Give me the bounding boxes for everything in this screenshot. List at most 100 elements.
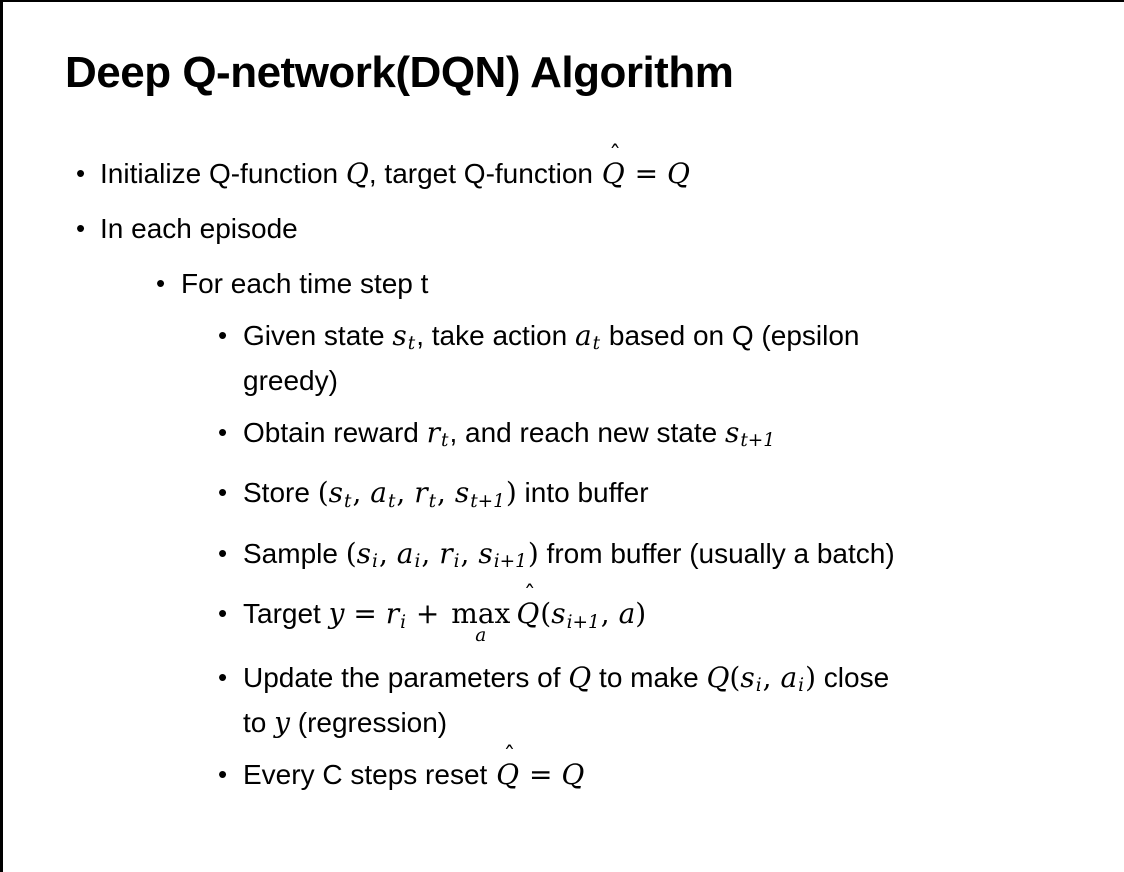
math-operator: , — [437, 476, 455, 510]
text-run: , take action — [416, 319, 575, 351]
hat-accent: ˆ — [503, 742, 516, 771]
hat-accent: ˆ — [609, 140, 622, 169]
math-subscript: t — [344, 490, 352, 512]
math-subscript: i — [400, 611, 407, 633]
bullet-item: •Store (st, at, rt, st+1) into buffer — [3, 474, 1124, 519]
math-operator: , — [421, 536, 440, 570]
math-operator: ( — [345, 536, 357, 570]
bullet-item: • Obtain reward rt, and reach new state s… — [3, 414, 1124, 459]
max-label: max — [451, 597, 511, 631]
bullet-marker: • — [76, 212, 86, 243]
math-operator: , — [352, 476, 371, 510]
math-var: Q — [568, 660, 592, 694]
hat-accent: ˆ — [523, 581, 536, 610]
math-subscript: i — [453, 551, 460, 573]
text-run: close — [816, 661, 890, 693]
bullet-marker: • — [218, 417, 228, 448]
text-run: Obtain reward — [243, 417, 427, 449]
text-run: Target — [243, 598, 329, 630]
math-var: a — [780, 660, 798, 694]
math-var: r — [439, 536, 453, 570]
math-var: a — [370, 476, 387, 510]
bullet-item: •Initialize Q-function Q, target Q-funct… — [3, 143, 1124, 192]
math-operator: ( — [540, 597, 552, 631]
math-var: s — [454, 476, 470, 510]
math-var: a — [618, 597, 636, 631]
math-var: Q — [516, 597, 540, 631]
bullet-marker: • — [218, 759, 228, 790]
math-subscript: t — [407, 333, 416, 355]
bullet-list: •Initialize Q-function Q, target Q-funct… — [3, 143, 1124, 794]
math-var: a — [574, 318, 592, 352]
text-run: For each time step t — [181, 267, 429, 299]
math-operator: ( — [317, 476, 329, 510]
math-operator: , — [378, 536, 397, 570]
math-var: Q — [706, 660, 730, 694]
math-var: Q — [496, 758, 520, 792]
bullet-marker: • — [218, 319, 228, 350]
math-operator: ) — [505, 476, 517, 510]
text-run: (regression) — [289, 707, 448, 739]
math-var: s — [551, 597, 566, 631]
math-operator: , — [396, 476, 415, 510]
math-operator: ) — [527, 536, 539, 570]
max-under-var: a — [475, 625, 487, 647]
math-operator: + — [407, 597, 449, 631]
bullet-marker: • — [218, 661, 228, 692]
bullet-item: • For each time step t — [3, 265, 1124, 302]
text-run: In each episode — [100, 212, 298, 244]
math-operator: , — [600, 597, 619, 631]
math-var: Q — [345, 156, 369, 190]
math-operator: = — [625, 156, 667, 190]
text-run: Update the parameters of — [243, 661, 569, 693]
text-run: to make — [591, 661, 707, 693]
text-run: Given state — [243, 319, 393, 351]
math-subscript: i — [372, 551, 378, 573]
bullet-marker: • — [156, 267, 166, 298]
text-run: Every C steps reset — [243, 759, 496, 791]
math-subscript: t — [592, 333, 601, 355]
math-operator: = — [344, 597, 386, 631]
text-run: , and reach new state — [449, 417, 725, 449]
text-run: from buffer (usually a batch) — [538, 537, 895, 569]
math-subscript: t — [428, 490, 436, 512]
math-var: y — [328, 597, 345, 631]
bullet-item: • In each episode — [3, 210, 1124, 247]
math-var: Q — [601, 156, 625, 190]
math-var: s — [724, 416, 740, 450]
math-var: r — [426, 416, 441, 450]
math-operator: ( — [729, 660, 741, 694]
text-run: Sample — [243, 537, 346, 569]
bullet-marker: • — [218, 477, 228, 508]
math-var: Q — [561, 758, 585, 792]
math-var: s — [328, 476, 344, 510]
text-run: , target Q-function — [368, 157, 601, 189]
math-var: a — [396, 536, 414, 570]
math-var: s — [392, 318, 407, 352]
bullet-marker: • — [76, 157, 86, 188]
math-subscript: t+1 — [470, 490, 505, 512]
bullet-marker: • — [218, 537, 228, 568]
text-run: Store — [243, 477, 318, 509]
math-var: r — [414, 476, 428, 510]
math-subscript: i+1 — [493, 551, 527, 573]
math-subscript: t — [441, 430, 449, 452]
math-subscript: t — [387, 490, 396, 512]
math-operator: , — [460, 536, 479, 570]
math-subscript: i — [755, 675, 762, 697]
math-operator: = — [520, 758, 562, 792]
bullet-item: •Update the parameters of Q to make Q(si… — [3, 659, 1124, 741]
math-subscript: i — [414, 551, 421, 573]
math-var: Q — [666, 156, 690, 190]
text-run: Initialize Q-function — [100, 157, 346, 189]
math-subscript: t+1 — [740, 430, 775, 452]
bullet-item: •Sample (si, ai, ri, si+1) from buffer (… — [3, 535, 1124, 580]
math-operator: , — [762, 660, 781, 694]
bullet-item: •Given state st, take action at based on… — [3, 317, 1124, 399]
math-var: s — [478, 536, 493, 570]
bullet-marker: • — [218, 598, 228, 629]
